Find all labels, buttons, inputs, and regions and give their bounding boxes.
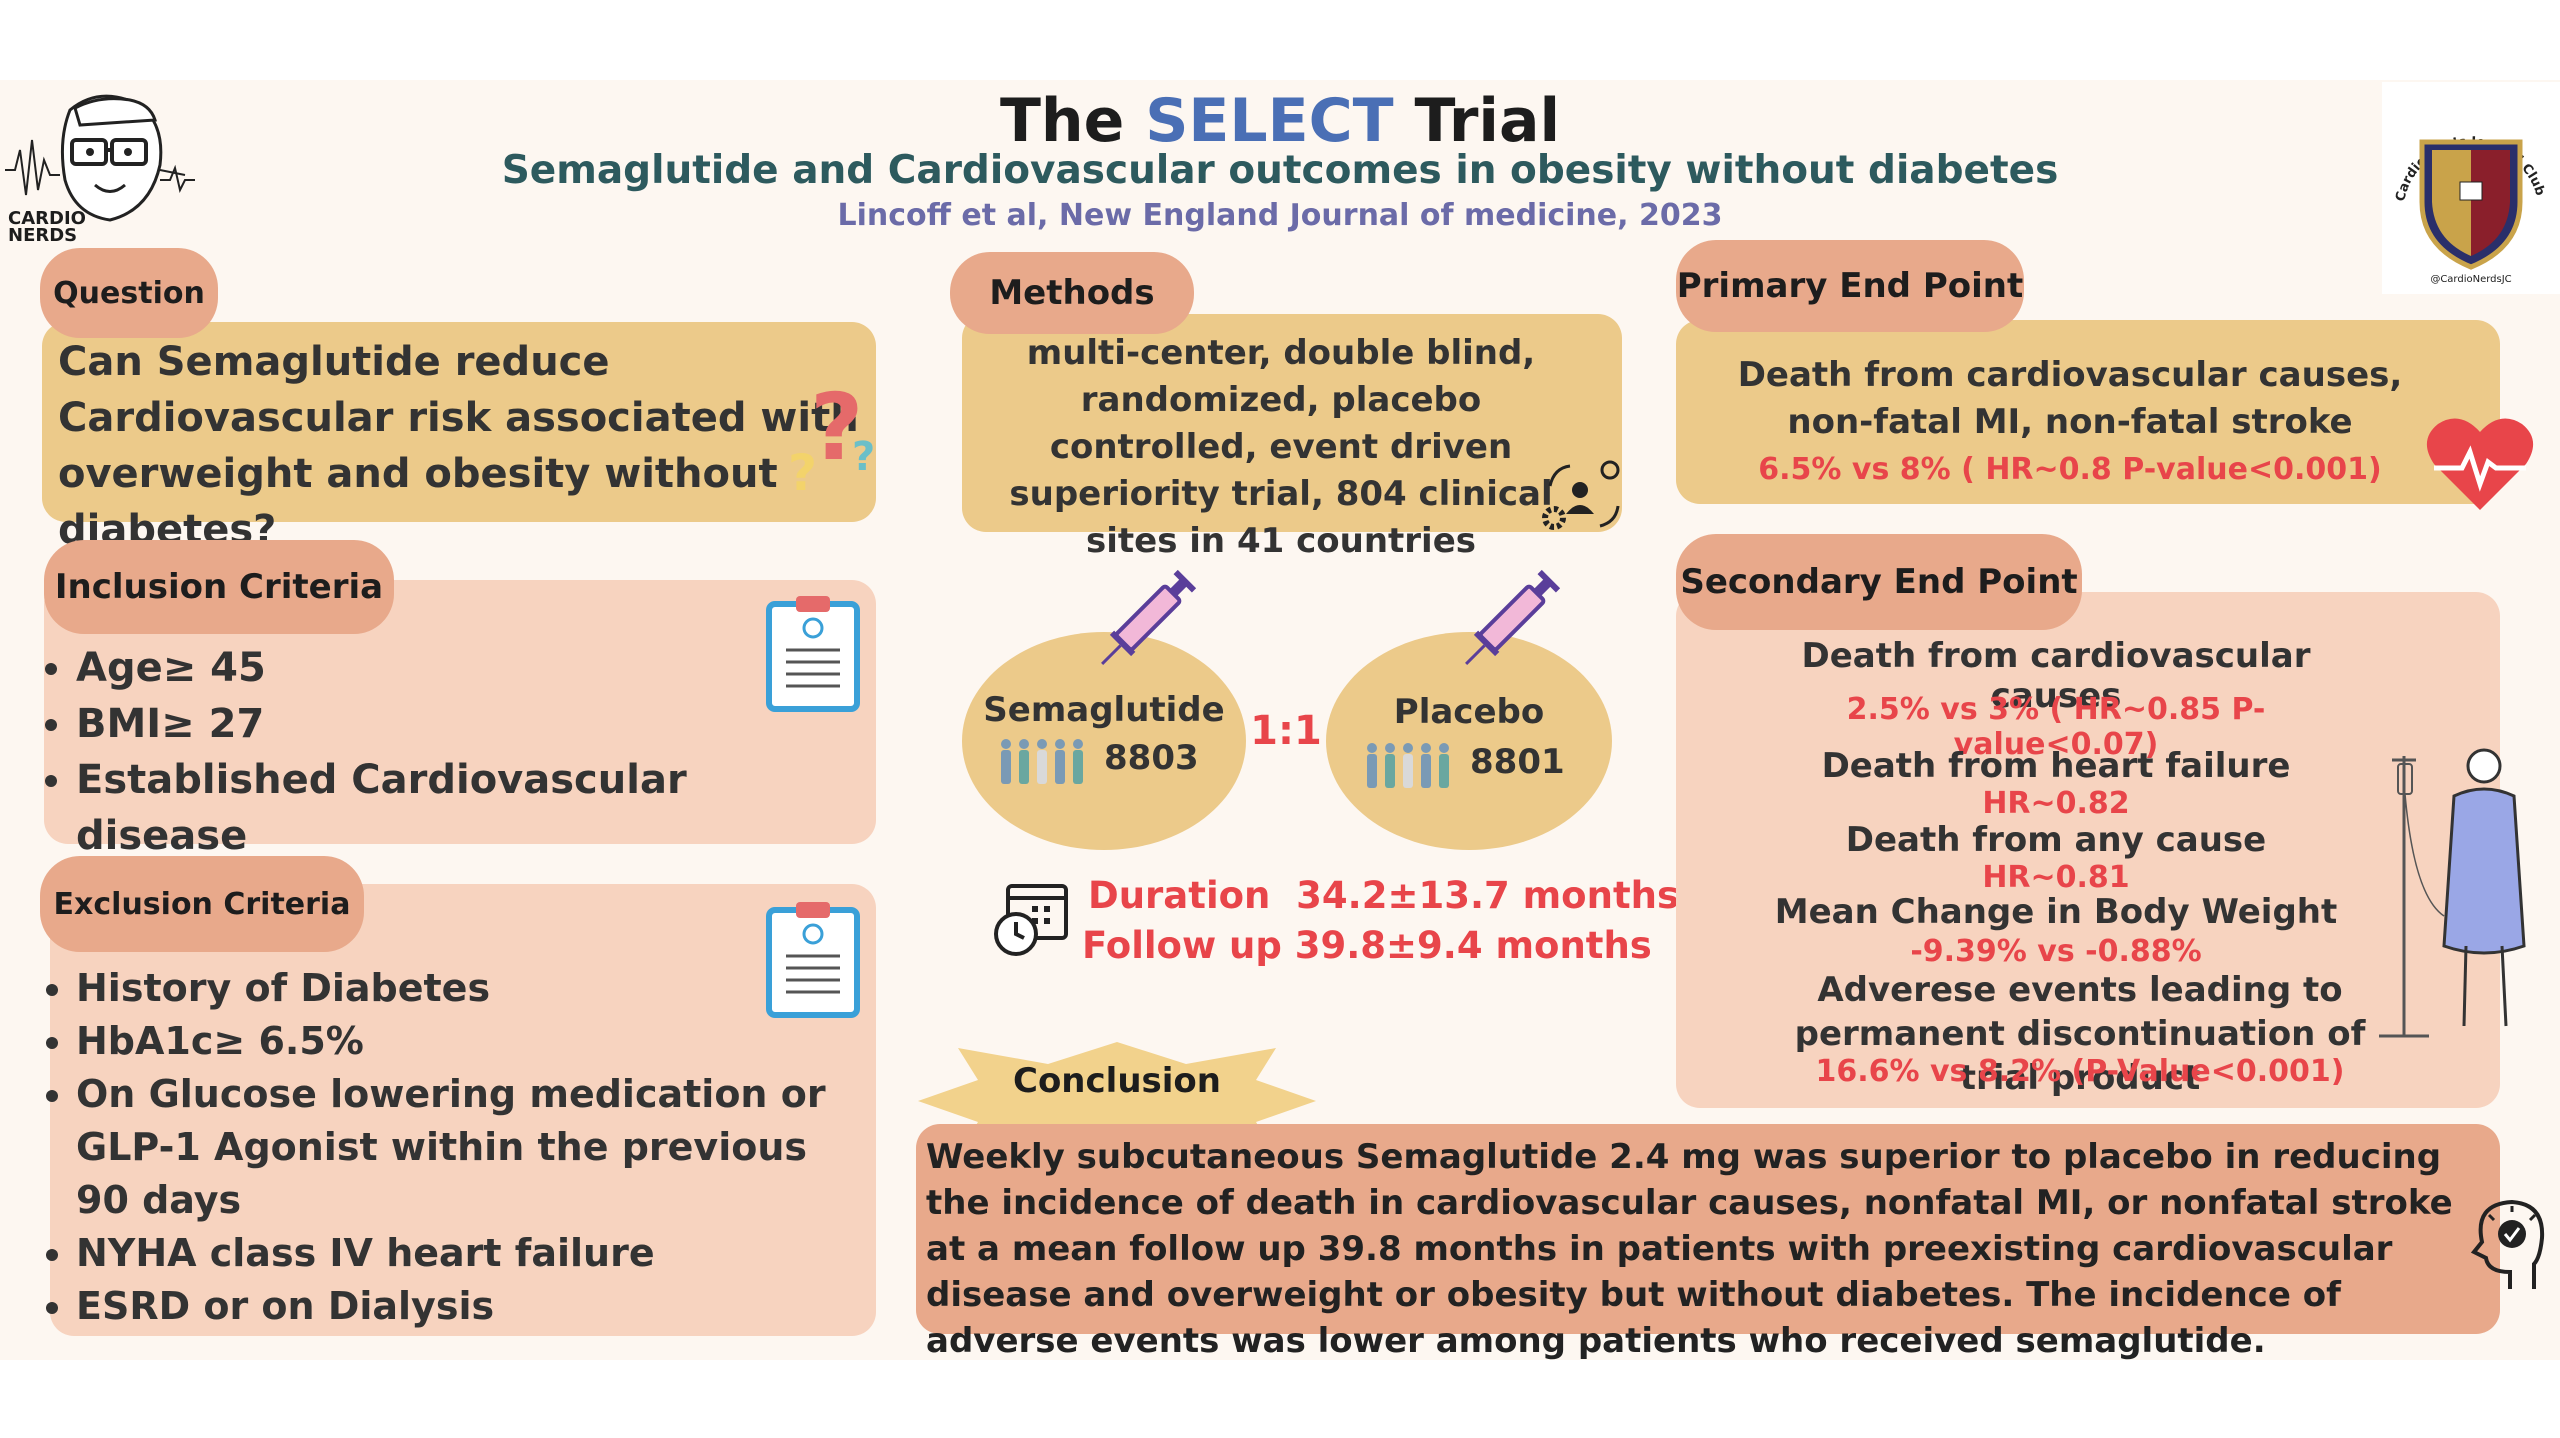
logo-right-handle: @CardioNerdsJC bbox=[2430, 274, 2512, 285]
secondary-item-result: 16.6% vs 8.2% (P-Value<0.001) bbox=[1815, 1054, 2345, 1089]
thinking-head-icon bbox=[2460, 1194, 2550, 1294]
randomization-ratio: 1:1 bbox=[1250, 708, 1322, 754]
citation: Lincoff et al, New England Journal of me… bbox=[837, 198, 1723, 233]
semaglutide-n: 8803 bbox=[1104, 738, 1199, 778]
secondary-box bbox=[1676, 592, 2500, 1108]
conclusion-label: Conclusion bbox=[1013, 1061, 1221, 1101]
exclusion-box bbox=[50, 884, 876, 1336]
clipboard-icon bbox=[766, 900, 860, 1018]
primary-result: 6.5% vs 8% ( HR~0.8 P-value<0.001) bbox=[1758, 452, 2382, 487]
cardionerds-logo: CARDIO NERDS bbox=[0, 80, 200, 250]
primary-text: Death from cardiovascular causes, non-fa… bbox=[1737, 355, 2403, 442]
secondary-item-title: Death from any cause bbox=[1845, 820, 2267, 860]
heart-pulse-icon bbox=[2424, 412, 2536, 516]
patient-iv-icon bbox=[2374, 746, 2534, 1046]
team-gear-icon bbox=[1540, 456, 1628, 536]
secondary-item-result: HR~0.82 bbox=[1982, 786, 2130, 821]
secondary-item-result: HR~0.81 bbox=[1982, 860, 2130, 895]
primary-label: Primary End Point bbox=[1676, 240, 2024, 332]
exclusion-label: Exclusion Criteria bbox=[40, 856, 364, 952]
duration-text: Duration 34.2±13.7 months bbox=[1088, 874, 1679, 917]
inclusion-item: Age≥ 45 bbox=[76, 640, 850, 696]
secondary-item-result: -9.39% vs -0.88% bbox=[1910, 934, 2202, 969]
exclusion-item: HbA1c≥ 6.5% bbox=[76, 1015, 860, 1068]
secondary-item-title: Adverese events leading to permanent dis… bbox=[1794, 970, 2366, 1098]
conclusion-box bbox=[916, 1124, 2500, 1334]
question-text: Can Semaglutide reduce Cardiovascular ri… bbox=[58, 339, 859, 553]
placebo-n: 8801 bbox=[1470, 742, 1565, 782]
exclusion-item: NYHA class IV heart failure bbox=[76, 1227, 860, 1280]
title-post: Trial bbox=[1393, 86, 1561, 156]
secondary-item-title: Death from cardiovascular causes bbox=[1801, 636, 2311, 716]
placebo-name: Placebo bbox=[1393, 692, 1545, 732]
secondary-item-result: 2.5% vs 3% ( HR~0.85 P-value<0.07) bbox=[1846, 692, 2266, 762]
inclusion-item: Established Cardiovascular disease bbox=[76, 752, 850, 864]
secondary-item-title: Mean Change in Body Weight bbox=[1774, 892, 2338, 932]
question-label: Question bbox=[40, 248, 218, 338]
logo-left-text: CARDIO NERDS bbox=[8, 208, 86, 246]
page-title: The SELECT Trial bbox=[560, 86, 2000, 156]
conclusion-text: Weekly subcutaneous Semaglutide 2.4 mg w… bbox=[926, 1137, 2453, 1361]
subtitle: Semaglutide and Cardiovascular outcomes … bbox=[501, 148, 2059, 193]
followup-text: Follow up 39.8±9.4 months bbox=[1082, 924, 1652, 967]
methods-text: multi-center, double blind, randomized, … bbox=[1009, 333, 1553, 561]
exclusion-list: History of Diabetes HbA1c≥ 6.5% On Gluco… bbox=[20, 962, 860, 1333]
exclusion-item: ESRD or on Dialysis bbox=[76, 1280, 860, 1333]
syringe-icon bbox=[1450, 560, 1561, 690]
semaglutide-name: Semaglutide bbox=[983, 690, 1225, 730]
primary-box bbox=[1676, 320, 2500, 504]
secondary-label: Secondary End Point bbox=[1676, 534, 2082, 630]
placebo-arm bbox=[1326, 632, 1612, 850]
shield-crest-icon: CardioNerds Journal Club bbox=[2393, 135, 2547, 270]
inclusion-item: BMI≥ 27 bbox=[76, 696, 850, 752]
inclusion-list: Age≥ 45 BMI≥ 27 Established Cardiovascul… bbox=[20, 640, 850, 864]
people-group-icon bbox=[998, 736, 1094, 786]
exclusion-item: History of Diabetes bbox=[76, 962, 860, 1015]
exclusion-item: On Glucose lowering medication or GLP-1 … bbox=[76, 1068, 860, 1227]
people-group-icon bbox=[1364, 740, 1460, 790]
methods-label: Methods bbox=[950, 252, 1194, 334]
title-accent: SELECT bbox=[1145, 86, 1394, 156]
syringe-icon bbox=[1086, 560, 1197, 690]
question-box bbox=[42, 322, 876, 522]
secondary-item-title: Death from heart failure bbox=[1821, 746, 2291, 786]
inclusion-label: Inclusion Criteria bbox=[44, 540, 394, 634]
cardionerds-mascot-icon bbox=[5, 94, 195, 222]
methods-box bbox=[962, 314, 1622, 532]
clipboard-icon bbox=[766, 594, 860, 712]
title-pre: The bbox=[999, 86, 1146, 156]
journal-club-logo: CardioNerds Journal Club @CardioNerdsJC bbox=[2382, 82, 2560, 294]
calendar-clock-icon bbox=[992, 880, 1072, 960]
question-mark-icon: ? ? ? bbox=[788, 374, 876, 503]
